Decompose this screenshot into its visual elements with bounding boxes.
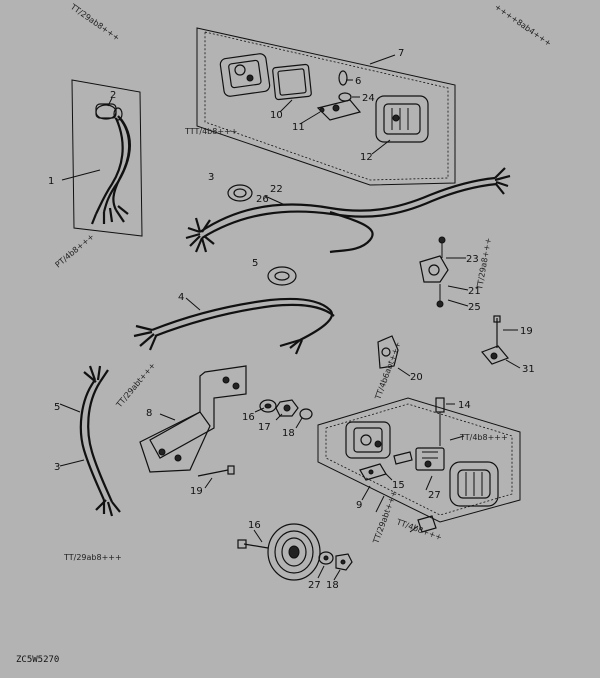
middle-harness-connector-right xyxy=(279,338,304,355)
lamp-housing-left xyxy=(219,53,271,97)
relay xyxy=(415,397,445,471)
callout-31: 31 xyxy=(522,364,535,375)
callout-24: 24 xyxy=(362,93,375,104)
callout-16-bottom: 16 xyxy=(248,520,261,531)
reflector xyxy=(237,523,321,581)
callout-27b: 27 xyxy=(308,580,321,591)
bolt-and-clip xyxy=(480,315,521,369)
callout-3-left: 3 xyxy=(54,462,60,473)
callout-9: 9 xyxy=(356,500,362,511)
harness-connector-left xyxy=(185,217,215,253)
reference-codes: TT/29ab8+++ ++++8ab4+++ TTT/4b8+++ PT/4b… xyxy=(54,2,553,562)
callout-5: 5 xyxy=(252,258,258,269)
callout-3: 3 xyxy=(208,172,214,183)
ref-top-left: TT/29ab8+++ xyxy=(68,2,121,43)
ref-right-box: TT/4b8+++ xyxy=(459,433,508,442)
callout-19-top: 19 xyxy=(520,326,533,337)
lower-left-harness-bottom-terminals xyxy=(95,499,121,517)
ref-bracket: TT/29abt+++ xyxy=(114,361,157,410)
callout-6: 6 xyxy=(355,76,361,87)
bulb-parts xyxy=(316,70,362,121)
callout-12: 12 xyxy=(360,152,373,163)
socket-terminals xyxy=(90,205,129,225)
callout-5-left: 5 xyxy=(54,402,60,413)
callout-10: 10 xyxy=(270,110,283,121)
socket-box xyxy=(61,79,143,237)
lower-left-harness-top-terminals xyxy=(83,365,109,383)
grommet-upper xyxy=(227,184,253,202)
clearance-lamp xyxy=(377,335,411,377)
callout-11: 11 xyxy=(292,122,305,133)
callout-23: 23 xyxy=(466,254,479,265)
callout-25: 25 xyxy=(468,302,481,313)
ref-lower-right: TT/29abt+++ xyxy=(371,489,399,545)
wire-clip xyxy=(409,515,437,533)
washer-nut-set xyxy=(254,399,313,429)
reflector-hardware xyxy=(317,551,353,581)
ref-upper-box: TTT/4b8+++ xyxy=(184,127,237,136)
middle-harness-connector-left xyxy=(133,324,158,351)
callout-21a: 21 xyxy=(468,286,481,297)
callout-17: 17 xyxy=(258,422,271,433)
figure-id: ZC5W5270 xyxy=(16,655,59,665)
bracket-bolt xyxy=(197,465,235,489)
callout-18-bottom: 18 xyxy=(326,580,339,591)
ref-lamp: TT/4b6abt+++ xyxy=(373,340,403,401)
lower-lamp-lens xyxy=(449,461,499,507)
lower-left-harness xyxy=(59,365,121,517)
lower-lamp-group-box xyxy=(317,397,521,523)
callout-labels: 7 6 24 10 11 12 2 1 3 22 26 5 4 23 21 25… xyxy=(48,48,535,591)
callout-15: 15 xyxy=(392,480,405,491)
main-harness xyxy=(185,167,511,286)
callout-18: 18 xyxy=(282,428,295,439)
ref-left-harness: PT/4b8+++ xyxy=(54,232,96,270)
callout-4: 4 xyxy=(178,292,184,303)
harness-connector-right xyxy=(494,167,511,195)
grommet-lower xyxy=(267,266,297,286)
callout-14: 14 xyxy=(458,400,471,411)
callout-16: 16 xyxy=(242,412,255,423)
upper-lamp-group-box xyxy=(196,27,456,186)
ref-top-right: ++++8ab4+++ xyxy=(493,2,553,48)
callout-27a: 27 xyxy=(428,490,441,501)
callout-20: 20 xyxy=(410,372,423,383)
callout-1: 1 xyxy=(48,176,54,187)
middle-harness xyxy=(133,297,335,355)
switch-bracket xyxy=(419,236,469,308)
callout-8: 8 xyxy=(146,408,152,419)
ref-bottom-left: TT/29ab8+++ xyxy=(63,553,122,562)
lamp-housing-right xyxy=(375,95,429,143)
callout-7: 7 xyxy=(398,48,404,59)
callout-26: 26 xyxy=(256,194,269,205)
callout-22: 22 xyxy=(270,184,283,195)
callout-2: 2 xyxy=(110,90,116,101)
lower-lamp-housing xyxy=(345,421,391,459)
lens-frame xyxy=(272,63,312,101)
mounting-bracket xyxy=(139,365,247,473)
callout-19-bottom: 19 xyxy=(190,486,203,497)
